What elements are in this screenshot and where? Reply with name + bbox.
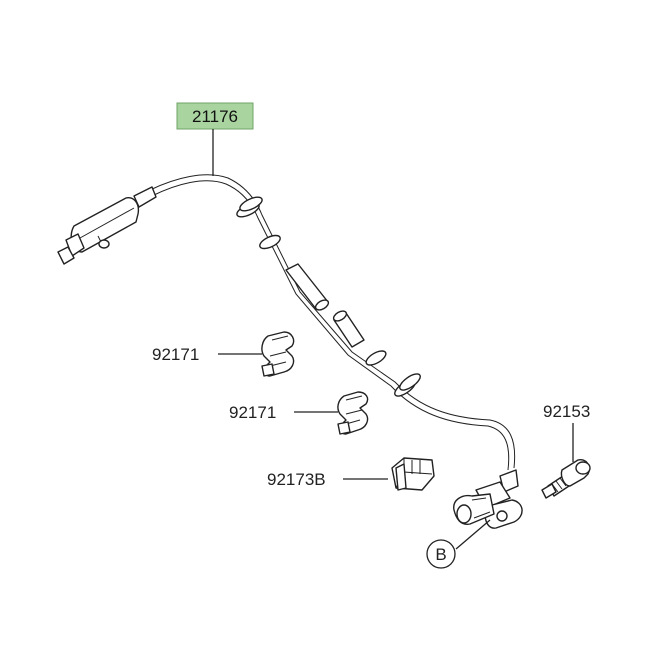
sensor-head <box>453 469 523 529</box>
reference-b-text: B <box>435 545 446 564</box>
sensor-bolt-hole <box>496 510 508 522</box>
reference-b-circle <box>426 539 456 569</box>
label-92171-lower-text: 92171 <box>229 403 276 422</box>
cable-grommet-4 <box>394 373 421 397</box>
label-highlight-box <box>176 102 254 130</box>
abs-sensor-cable[interactable] <box>57 174 523 529</box>
sensor-connector <box>57 186 157 265</box>
label-92173B-text: 92173B <box>267 470 326 489</box>
part-label-92173B[interactable]: 92173B <box>267 470 326 489</box>
cable-grommet-1 <box>236 196 263 218</box>
cable-grommet-3 <box>365 350 387 366</box>
leader-line-ref-b <box>455 519 491 550</box>
label-92171-upper-text: 92171 <box>152 345 199 364</box>
label-21176-text: 21176 <box>192 107 238 126</box>
part-label-21176[interactable]: 21176 <box>176 102 254 130</box>
clamp-92171-upper[interactable] <box>261 331 295 377</box>
cable-sleeve-2 <box>332 310 365 348</box>
part-label-92171-upper[interactable]: 92171 <box>152 345 199 364</box>
cable-sleeve-1 <box>285 263 330 311</box>
clamp-92171-lower[interactable] <box>337 391 369 435</box>
part-label-92171-lower[interactable]: 92171 <box>229 403 276 422</box>
holder-92173B[interactable] <box>391 457 435 491</box>
label-92153-text: 92153 <box>543 402 590 421</box>
bolt-92153[interactable] <box>541 459 591 499</box>
reference-b-callout[interactable]: B <box>426 539 456 569</box>
cable-grommet-2 <box>259 234 281 250</box>
part-label-92153[interactable]: 92153 <box>543 402 590 421</box>
